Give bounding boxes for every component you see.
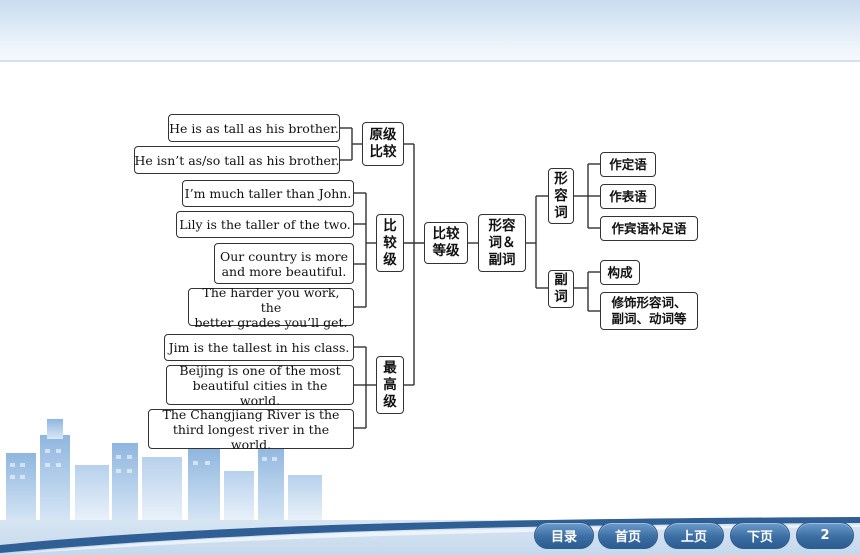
example-comparative-3: Our country is more and more beautiful. — [214, 243, 354, 284]
nav-home-button[interactable]: 首页 — [598, 522, 658, 549]
adverb-node: 副 词 — [548, 270, 574, 308]
adjective-use-2: 作表语 — [600, 184, 656, 209]
header-band — [0, 0, 860, 62]
adjective-use-1: 作定语 — [600, 152, 656, 177]
nav-next-button[interactable]: 下页 — [730, 522, 790, 549]
root-node: 比较 等级 — [424, 222, 468, 264]
example-superlative-2: Beijing is one of the most beautiful cit… — [166, 363, 354, 408]
footer-swoosh-graphic — [0, 517, 860, 555]
nav-prev-button[interactable]: 上页 — [664, 522, 724, 549]
example-comparative-4: The harder you work, the better grades y… — [188, 285, 354, 330]
degree-positive-label: 原级 比较 — [362, 122, 404, 166]
page-number: 2 — [796, 522, 854, 549]
example-positive-1: He is as tall as his brother. — [168, 114, 340, 142]
degree-superlative-label: 最 高 级 — [376, 356, 404, 414]
example-positive-2: He isn’t as/so tall as his brother. — [134, 146, 340, 174]
category-node: 形容 词＆ 副词 — [478, 214, 526, 272]
degree-comparative-label: 比 较 级 — [376, 214, 404, 272]
adverb-use-2: 修饰形容词、 副词、动词等 — [600, 292, 698, 330]
example-comparative-1: I’m much taller than John. — [182, 180, 354, 207]
adverb-use-1: 构成 — [600, 260, 640, 285]
city-skyline-graphic — [6, 419, 322, 525]
nav-contents-button[interactable]: 目录 — [534, 522, 594, 549]
example-superlative-1: Jim is the tallest in his class. — [164, 334, 354, 361]
adjective-use-3: 作宾语补足语 — [600, 216, 698, 241]
example-superlative-3: The Changjiang River is the third longes… — [148, 407, 354, 452]
example-comparative-2: Lily is the taller of the two. — [176, 211, 354, 238]
adjective-node: 形 容 词 — [548, 168, 574, 224]
